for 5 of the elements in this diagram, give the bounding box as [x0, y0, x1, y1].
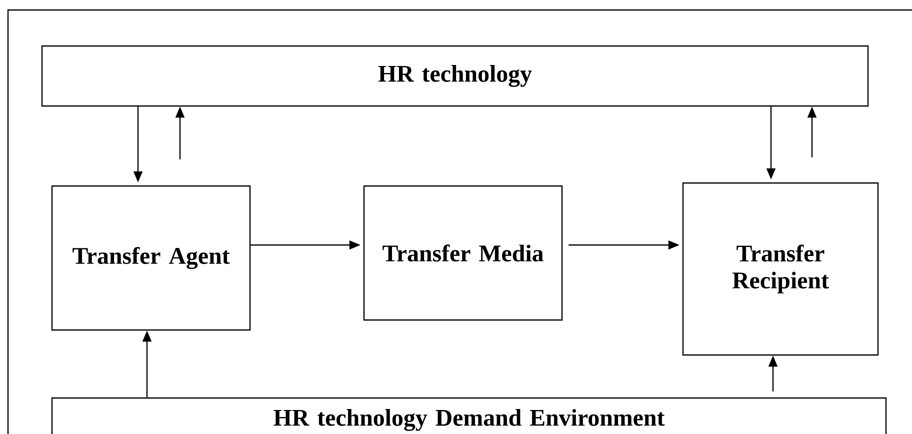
- process-box: Transfer Agent: [51, 185, 251, 331]
- process-box: HR technology: [41, 45, 869, 107]
- process-box: HR technology Demand Environment: [51, 397, 887, 434]
- process-box: Transfer Media: [363, 185, 563, 321]
- process-box: Transfer Recipient: [682, 182, 879, 356]
